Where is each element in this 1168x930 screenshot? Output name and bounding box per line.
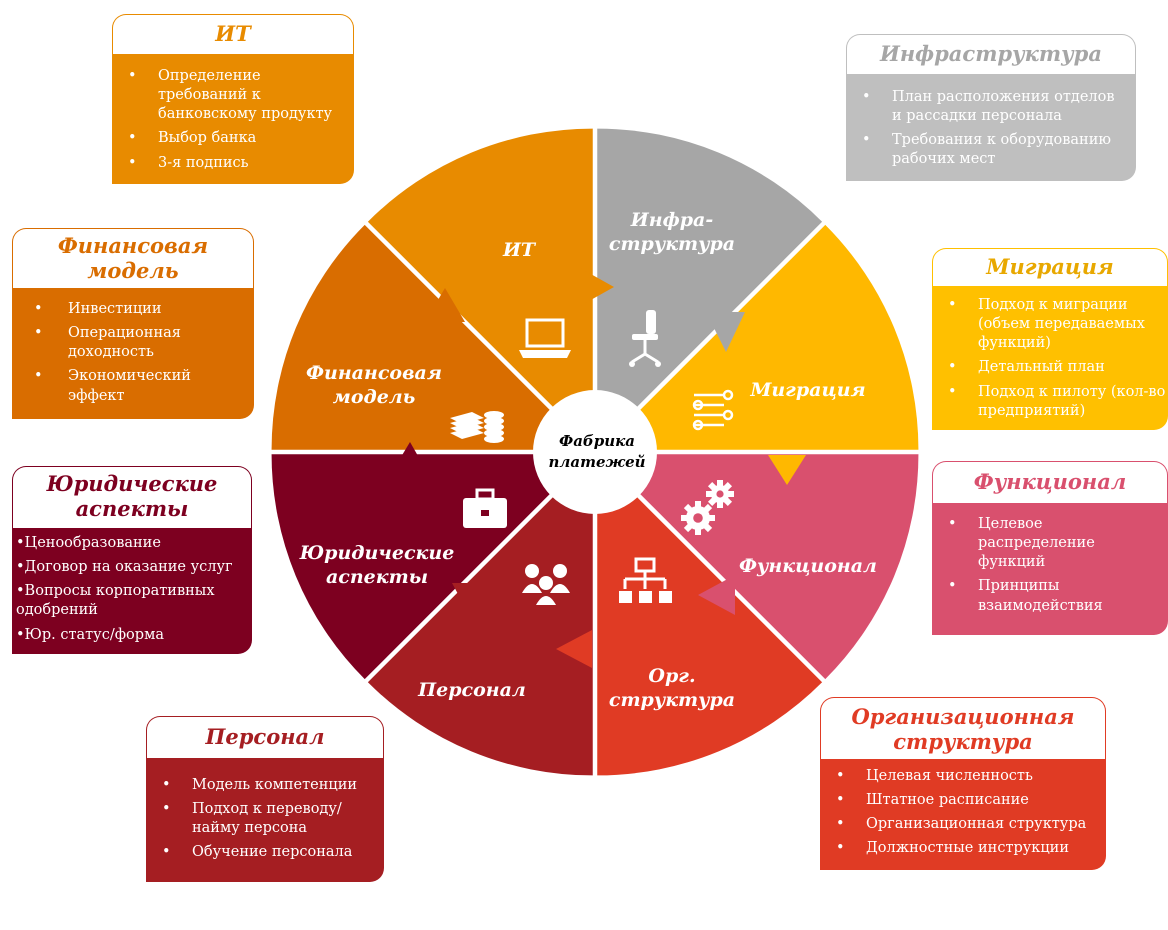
- card-migration-body: Подход к миграции (объем передаваемых фу…: [932, 286, 1168, 430]
- card-orgstruct-item: Организационная структура: [820, 815, 1100, 834]
- card-finance: Финансовая модель Инвестиции Операционна…: [12, 228, 254, 419]
- card-legal-item: •Вопросы корпоративных одобрений: [16, 583, 215, 619]
- pointer-function: [698, 575, 735, 615]
- card-infra: Инфраструктура План расположения отделов…: [846, 34, 1136, 181]
- card-orgstruct-item: Должностные инструкции: [820, 839, 1100, 858]
- card-legal-body: •Ценообразование •Договор на оказание ус…: [12, 528, 252, 654]
- card-personnel: Персонал Модель компетенции Подход к пер…: [146, 716, 384, 882]
- card-personnel-title: Персонал: [146, 716, 384, 758]
- segment-label-infra: структура: [609, 233, 735, 255]
- card-finance-item: Операционная доходность: [12, 324, 248, 362]
- segment-label-legal: аспекты: [326, 566, 428, 588]
- card-it-item: Определение требований к банковскому про…: [112, 67, 344, 124]
- card-function: Функционал Целевое распределение функций…: [932, 461, 1168, 635]
- pointer-it: [580, 268, 614, 306]
- card-infra-title: Инфраструктура: [846, 34, 1136, 74]
- card-function-body: Целевое распределение функций Принципы в…: [932, 503, 1168, 635]
- card-it-body: Определение требований к банковскому про…: [112, 54, 354, 184]
- pointer-migration: [768, 455, 806, 485]
- pointer-orgstruct: [556, 630, 592, 668]
- pointer-legal: [389, 442, 430, 477]
- briefcase-icon: [463, 488, 507, 528]
- gears-icon: [681, 480, 734, 535]
- center-label-line2: платежей: [548, 453, 645, 471]
- card-orgstruct-item: Штатное расписание: [820, 791, 1100, 810]
- card-migration: Миграция Подход к миграции (объем переда…: [932, 248, 1168, 430]
- org-chart-icon: [619, 557, 672, 603]
- segment-infra: [597, 128, 823, 447]
- card-function-item: Принципы взаимодействия: [932, 577, 1162, 615]
- segment-personnel: [367, 457, 593, 776]
- pointer-personnel: [452, 583, 490, 618]
- people-icon: [522, 564, 570, 605]
- segment-label-migration: Миграция: [749, 379, 865, 401]
- card-legal-item: •Ценообразование: [16, 535, 161, 551]
- card-legal-item: •Юр. статус/форма: [16, 626, 164, 643]
- segment-label-infra: Инфра-: [630, 209, 714, 231]
- card-infra-body: План расположения отделов и рассадки пер…: [846, 74, 1136, 181]
- segment-label-orgstruct: Орг.: [648, 665, 695, 687]
- segment-legal: [271, 454, 590, 680]
- card-legal-item: •Договор на оказание услуг: [16, 559, 233, 576]
- segment-label-orgstruct: структура: [609, 689, 735, 711]
- card-it-item: Выбор банка: [112, 129, 344, 148]
- laptop-icon: [519, 318, 571, 358]
- segment-label-legal: Юридические: [299, 542, 455, 564]
- card-finance-title: Финансовая модель: [12, 228, 254, 288]
- card-function-item: Целевое распределение функций: [932, 515, 1162, 572]
- card-it-title: ИТ: [112, 14, 354, 54]
- segment-orgstruct: [597, 457, 823, 776]
- card-legal: Юридические аспекты •Ценообразование •До…: [12, 466, 252, 654]
- segment-label-finance: Финансовая: [306, 362, 442, 384]
- segment-label-personnel: Персонал: [417, 679, 526, 701]
- card-orgstruct-item: Целевая численность: [820, 767, 1100, 786]
- card-orgstruct-body: Целевая численность Штатное расписание О…: [820, 759, 1106, 870]
- card-personnel-body: Модель компетенции Подход к переводу/ на…: [146, 758, 384, 882]
- card-orgstruct-title: Организационная структура: [820, 697, 1106, 759]
- card-migration-item: Подход к пилоту (кол-во предприятий): [932, 383, 1168, 421]
- segment-function: [600, 454, 919, 680]
- segment-migration: [600, 224, 919, 450]
- card-personnel-item: Подход к переводу/ найму персона: [146, 800, 378, 838]
- arrows-icon: [692, 389, 734, 431]
- money-icon: [450, 411, 504, 443]
- center-circle: [533, 390, 657, 514]
- card-finance-body: Инвестиции Операционная доходность Эконо…: [12, 288, 254, 419]
- card-it-item: 3-я подпись: [112, 154, 344, 173]
- card-orgstruct: Организационная структура Целевая числен…: [820, 697, 1106, 870]
- segment-label-it: ИТ: [502, 239, 537, 261]
- card-finance-item: Инвестиции: [12, 300, 248, 319]
- pointer-finance: [425, 288, 465, 322]
- center-label-line1: Фабрика: [559, 432, 635, 450]
- segment-finance: [271, 224, 590, 450]
- card-personnel-item: Модель компетенции: [146, 776, 378, 795]
- card-legal-title: Юридические аспекты: [12, 466, 252, 528]
- card-finance-item: Экономический эффект: [12, 367, 248, 405]
- card-function-title: Функционал: [932, 461, 1168, 503]
- card-it: ИТ Определение требований к банковскому …: [112, 14, 354, 184]
- segment-it: [367, 128, 593, 447]
- card-infra-item: Требования к оборудованию рабочих мест: [846, 131, 1128, 169]
- pointer-infra: [706, 312, 745, 352]
- card-migration-item: Детальный план: [932, 358, 1168, 377]
- card-infra-item: План расположения отделов и рассадки пер…: [846, 88, 1128, 126]
- card-migration-title: Миграция: [932, 248, 1168, 286]
- office-chair-icon: [629, 310, 661, 367]
- card-personnel-item: Обучение персонала: [146, 843, 378, 862]
- card-migration-item: Подход к миграции (объем передаваемых фу…: [932, 296, 1168, 353]
- segment-label-function: Функционал: [739, 555, 877, 577]
- segment-label-finance: модель: [333, 386, 415, 408]
